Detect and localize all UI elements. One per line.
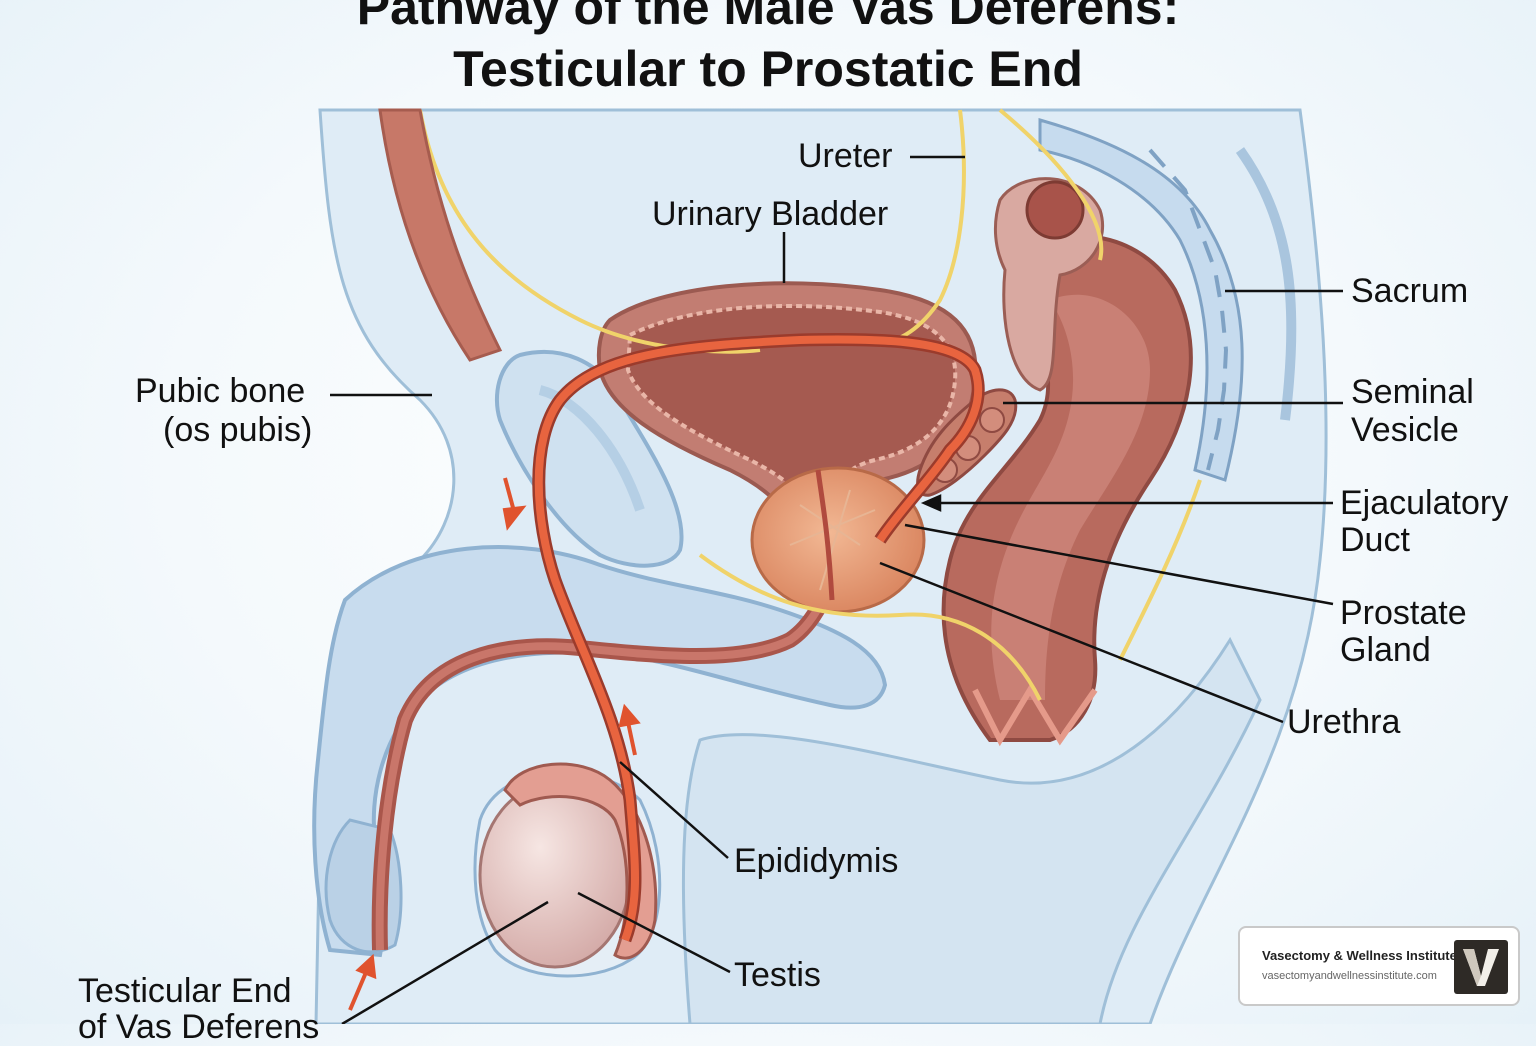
label-testicular-end-2: of Vas Deferens — [78, 1008, 320, 1046]
leader-lines — [330, 155, 1343, 1024]
label-urethra: Urethra — [1287, 703, 1401, 741]
anatomy-diagram — [312, 108, 1343, 1024]
brand-name: Vasectomy & Wellness Institute — [1262, 948, 1457, 963]
label-ejaculatory-duct-2: Duct — [1340, 521, 1410, 559]
diagram-title-line1: Pathway of the Male Vas Deferens: — [356, 0, 1180, 35]
label-ureter: Ureter — [798, 137, 893, 175]
sacrum — [1038, 118, 1297, 482]
label-prostate-gland: Prostate — [1340, 594, 1467, 632]
label-ejaculatory-duct: Ejaculatory — [1340, 484, 1509, 522]
label-testicular-end: Testicular End — [78, 972, 292, 1010]
label-prostate-gland-2: Gland — [1340, 631, 1431, 669]
brand-url: vasectomyandwellnessinstitute.com — [1262, 970, 1437, 982]
rectum — [941, 234, 1193, 747]
colon-loop — [994, 177, 1105, 392]
flow-arrows — [348, 477, 641, 1011]
diagram-title-line2: Testicular to Prostatic End — [453, 41, 1083, 97]
label-pubic-bone-sub: (os pubis) — [163, 411, 313, 449]
prostate — [750, 466, 926, 614]
label-pubic-bone: Pubic bone — [135, 372, 306, 410]
v-letter-logo-icon — [1454, 940, 1508, 994]
epididymis — [503, 762, 658, 960]
penis — [312, 545, 888, 958]
label-seminal-vesicle: Seminal — [1351, 373, 1474, 411]
label-epididymis: Epididymis — [734, 842, 899, 880]
psoas-muscle — [378, 108, 503, 362]
label-urinary-bladder: Urinary Bladder — [652, 195, 889, 233]
label-seminal-vesicle-2: Vesicle — [1351, 411, 1459, 449]
brand-badge: Vasectomy & Wellness Institute vasectomy… — [1238, 926, 1520, 1006]
vas-deferens — [532, 332, 985, 943]
label-testis: Testis — [734, 956, 821, 994]
label-sacrum: Sacrum — [1351, 272, 1469, 310]
